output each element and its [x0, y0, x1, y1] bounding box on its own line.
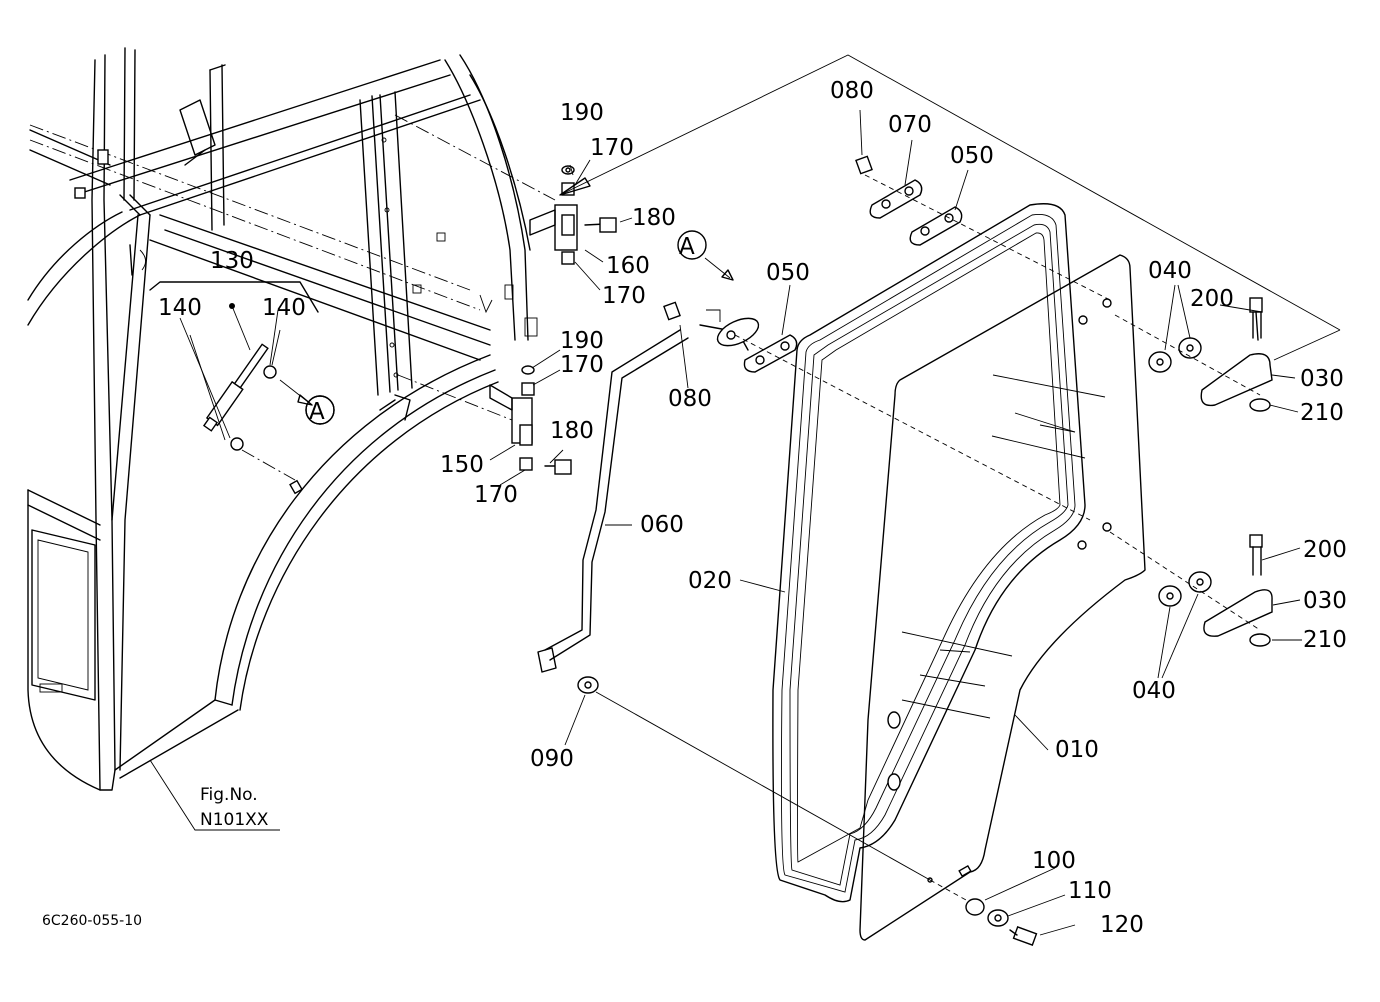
door-stay-arm — [537, 301, 760, 673]
callout-c040a: 040 — [1148, 258, 1192, 284]
callout-c080b: 080 — [668, 386, 712, 412]
callout-c090: 090 — [530, 746, 574, 772]
callout-c080a: 080 — [830, 78, 874, 104]
view-marker-a-upper: A — [679, 234, 695, 260]
upper-hinge-hardware — [394, 114, 617, 265]
callout-c110: 110 — [1068, 878, 1112, 904]
callout-c210a: 210 — [1300, 400, 1344, 426]
callout-c020: 020 — [688, 568, 732, 594]
callout-c050a: 050 — [950, 143, 994, 169]
leader-lines — [149, 109, 1302, 936]
door-seal-frame — [772, 203, 1086, 903]
callout-c170c: 170 — [560, 352, 604, 378]
upper-latch-hardware — [1114, 297, 1273, 412]
callout-c160: 160 — [606, 253, 650, 279]
callout-c010: 010 — [1055, 737, 1099, 763]
callout-c200b: 200 — [1303, 537, 1347, 563]
plates-050-070 — [734, 155, 1111, 521]
callout-c060: 060 — [640, 512, 684, 538]
callout-c070: 070 — [888, 112, 932, 138]
group-label-130: 130 — [210, 248, 254, 274]
lower-hinge-hardware — [397, 365, 572, 475]
callout-c150: 150 — [440, 452, 484, 478]
explode-guide-box — [559, 54, 1341, 361]
callout-c050b: 050 — [766, 260, 810, 286]
view-marker-a-lower: A — [309, 399, 325, 425]
callout-c170b: 170 — [602, 283, 646, 309]
callout-c100: 100 — [1032, 848, 1076, 874]
callout-c180b: 180 — [550, 418, 594, 444]
view-arrow-upper — [677, 230, 734, 281]
callout-c170d: 170 — [474, 482, 518, 508]
cab-frame — [27, 47, 538, 791]
callout-c030a: 030 — [1300, 366, 1344, 392]
lower-latch-hardware — [1109, 531, 1273, 647]
callout-c140b: 140 — [262, 295, 306, 321]
callout-c200a: 200 — [1190, 286, 1234, 312]
callout-c040b: 040 — [1132, 678, 1176, 704]
callout-c140a: 140 — [158, 295, 202, 321]
callout-c030b: 030 — [1303, 588, 1347, 614]
callout-c120: 120 — [1100, 912, 1144, 938]
fig-ref-line2: N101XX — [200, 810, 269, 830]
drawing-code: 6C260-055-10 — [42, 913, 142, 929]
callout-c170a: 170 — [590, 135, 634, 161]
callout-c180a: 180 — [632, 205, 676, 231]
fig-ref-line1: Fig.No. — [200, 785, 258, 805]
bottom-fasteners — [577, 676, 1038, 946]
gas-strut-assembly — [149, 281, 335, 481]
callout-c190a: 190 — [560, 100, 604, 126]
door-glass-panel — [859, 254, 1146, 941]
view-marker-lower — [305, 395, 335, 425]
callout-c190b: 190 — [560, 328, 604, 354]
callout-c210b: 210 — [1303, 627, 1347, 653]
